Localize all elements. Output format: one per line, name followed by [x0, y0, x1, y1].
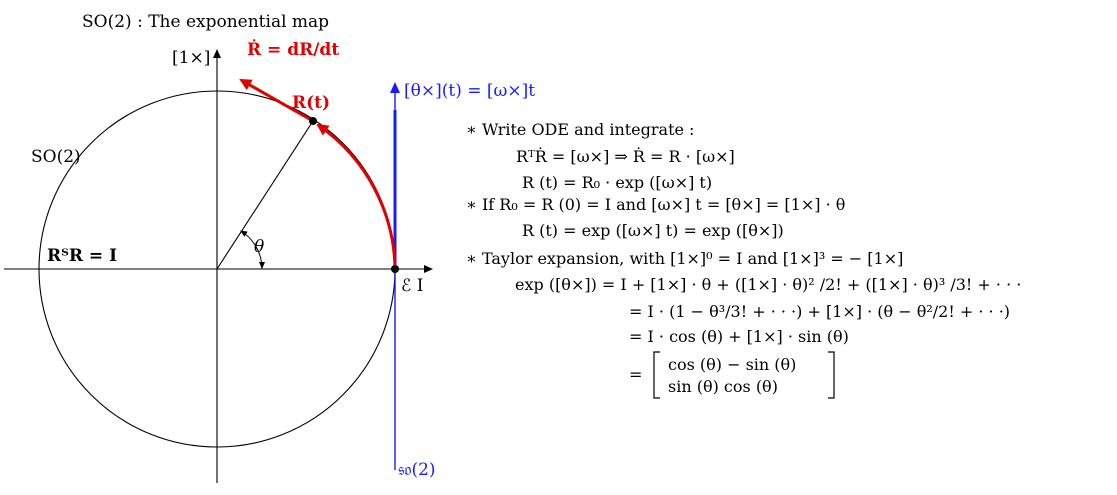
velocity-arrow: [239, 78, 314, 123]
eq-integrate: R (t) = R₀ · exp ([ω×] t): [522, 173, 712, 192]
eq-solution: R (t) = exp ([ω×] t) = exp ([θ×]): [522, 221, 784, 240]
axis-vertical-label: [1×]: [172, 48, 210, 68]
velocity-label: Ṙ = dR/dt: [247, 39, 339, 60]
exponential-curve: [316, 123, 397, 270]
curve-point-label: R(t): [292, 93, 330, 113]
equations-block: ∗ Write ODE and integrate : RᵀṘ = [ω×] ⇒…: [466, 120, 1021, 399]
eq-matrix-equals: =: [629, 365, 642, 384]
group-label: SO(2): [31, 147, 81, 167]
eq-taylor-1: exp ([θ×]) = I + [1×] · θ + ([1×] · θ)² …: [515, 275, 1021, 294]
matrix-right-bracket: [828, 351, 835, 399]
eq-initial-header: ∗ If R₀ = R (0) = I and [ω×] t = [θ×] = …: [466, 195, 845, 214]
lie-algebra-label: 𝔰𝔬(2): [398, 460, 436, 480]
matrix-left-bracket: [653, 351, 660, 399]
point-identity: [391, 265, 399, 273]
eq-ode-header: ∗ Write ODE and integrate :: [466, 120, 694, 139]
unit-relation-label: RᵀR = I: [47, 246, 117, 266]
radius-line: [216, 120, 314, 270]
eq-ode: RᵀṘ = [ω×] ⇒ Ṙ = R · [ω×]: [516, 146, 735, 166]
identity-label: ℰ I: [401, 276, 423, 296]
point-r-t: [309, 117, 317, 125]
matrix-row-1: cos (θ) − sin (θ): [668, 355, 796, 374]
eq-taylor-header: ∗ Taylor expansion, with [1×]⁰ = I and […: [466, 249, 903, 268]
eq-taylor-2: = I · (1 − θ³/3! + · · ·) + [1×] · (θ − …: [629, 302, 1010, 321]
eq-taylor-3: = I · cos (θ) + [1×] · sin (θ): [629, 327, 849, 346]
matrix-row-2: sin (θ) cos (θ): [668, 377, 778, 396]
angle-arc-start-tick: [259, 262, 265, 269]
title: SO(2) : The exponential map: [82, 12, 329, 32]
tangent-line-label: [θ×](t) = [ω×]t: [404, 81, 535, 101]
angle-label: θ: [254, 237, 264, 257]
